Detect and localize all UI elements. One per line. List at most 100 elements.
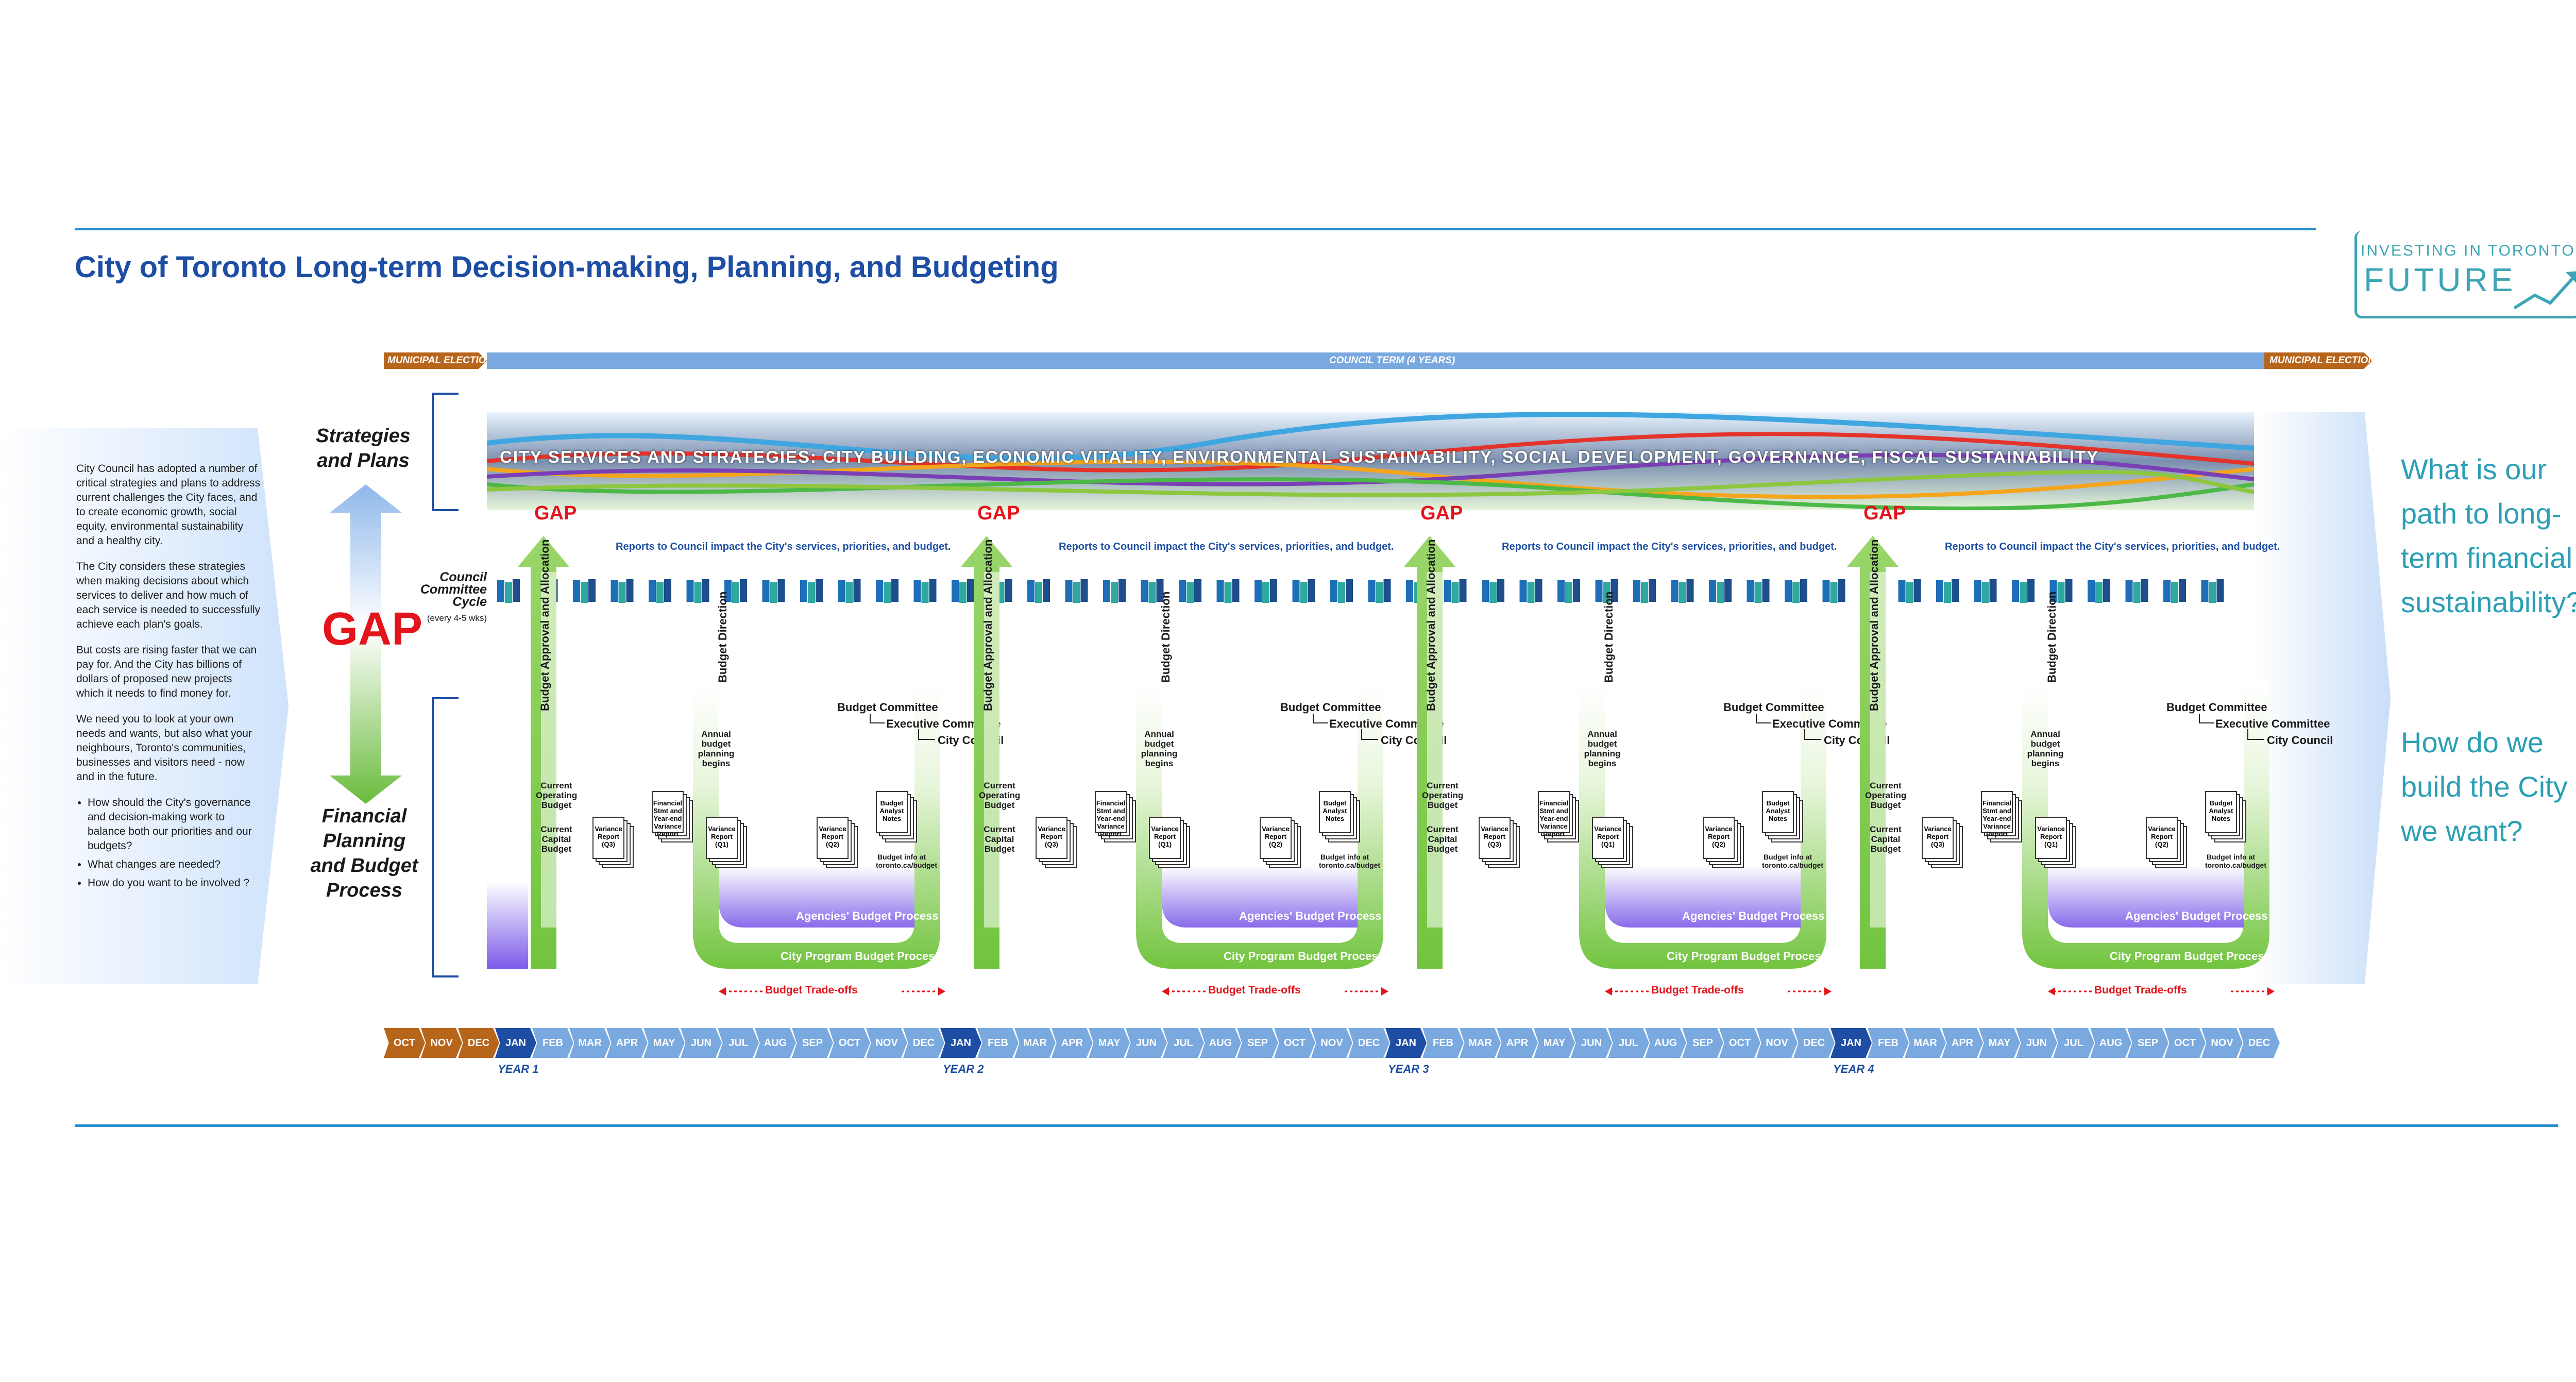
- reports-text: Reports to Council impact the City's ser…: [1059, 541, 1394, 552]
- council-book-icon: [800, 579, 823, 603]
- council-cycle-sub: (every 4-5 wks): [427, 613, 487, 623]
- council-book-icon: [1330, 579, 1353, 603]
- month-sep: SEP: [1237, 1028, 1278, 1058]
- election-start-bar: [384, 352, 487, 369]
- doc-stack: Variance Report (Q2): [1260, 817, 1301, 868]
- month-oct: OCT: [1719, 1028, 1760, 1058]
- agencies-bar-label: Agencies' Budget Process: [796, 909, 939, 922]
- month-may: MAY: [643, 1028, 685, 1058]
- variance-q3-doc: Variance Report (Q3): [592, 817, 624, 859]
- budget-direction-label: Budget Direction: [2045, 591, 2058, 683]
- month-aug: AUG: [1645, 1028, 1686, 1058]
- month-jul: JUL: [1608, 1028, 1649, 1058]
- budget-direction-label: Budget Direction: [716, 591, 729, 683]
- doc-stack: Budget Analyst Notes: [876, 791, 917, 842]
- tradeoffs-label: Budget Trade-offs: [1208, 984, 1301, 996]
- council-book-icon: [573, 579, 596, 603]
- council-book-icon: [1633, 579, 1656, 603]
- month-jan: JAN: [495, 1028, 536, 1058]
- committee-connector: [1756, 714, 1821, 740]
- month-lead-dec: DEC: [458, 1028, 499, 1058]
- council-book-icon: [497, 579, 520, 603]
- tradeoffs-label: Budget Trade-offs: [765, 984, 858, 996]
- budget-committee-label: Budget Committee: [1280, 701, 1381, 714]
- doc-stack: Variance Report (Q2): [2146, 817, 2187, 868]
- annual-planning-label: Annual budget planning begins: [698, 729, 735, 768]
- committee-connector: [2199, 714, 2264, 740]
- left-bullets: How should the City's governance and dec…: [76, 796, 262, 890]
- city-program-bar-label: City Program Budget Process: [781, 950, 941, 963]
- month-oct: OCT: [2164, 1028, 2206, 1058]
- council-book-icon: [1216, 579, 1240, 603]
- gap-label: GAP: [1863, 502, 1906, 524]
- gap-label: GAP: [977, 502, 1020, 524]
- month-jan: JAN: [1831, 1028, 1872, 1058]
- month-nov: NOV: [1311, 1028, 1352, 1058]
- month-sep: SEP: [792, 1028, 833, 1058]
- logo-arrow-icon: [2514, 271, 2576, 310]
- council-book-icon: [1595, 579, 1618, 603]
- month-oct: OCT: [829, 1028, 870, 1058]
- committee-connector: [1313, 714, 1378, 740]
- doc-stack: Variance Report (Q2): [1703, 817, 1744, 868]
- tradeoffs-arrows: [719, 987, 945, 996]
- month-mar: MAR: [1905, 1028, 1946, 1058]
- budget-approval-label: Budget Approval and Allocation: [981, 539, 994, 711]
- left-bullet-2: What changes are needed?: [88, 857, 262, 872]
- analyst-notes-doc: Budget Analyst Notes: [2205, 791, 2237, 833]
- council-book-icon: [1482, 579, 1504, 603]
- council-book-icon: [1974, 579, 1997, 603]
- left-paragraph-2: The City considers these strategies when…: [76, 561, 261, 630]
- month-mar: MAR: [1460, 1028, 1501, 1058]
- financial-statement-doc: Financial Stmt and Year-end Variance Rep…: [1095, 791, 1127, 838]
- doc-stack: Variance Report (Q3): [1479, 817, 1520, 868]
- month-jan: JAN: [940, 1028, 981, 1058]
- month-may: MAY: [1089, 1028, 1130, 1058]
- gap-double-arrow: [330, 484, 402, 804]
- month-jul: JUL: [2053, 1028, 2094, 1058]
- month-feb: FEB: [532, 1028, 573, 1058]
- logo-big-text: FUTURE: [2364, 261, 2516, 298]
- doc-stack: Variance Report (Q3): [1036, 817, 1077, 868]
- budget-cycle-shape: [487, 536, 940, 969]
- year-label: YEAR 1: [498, 1063, 539, 1075]
- month-aug: AUG: [755, 1028, 796, 1058]
- council-book-icon: [724, 579, 747, 603]
- council-book-icon: [1065, 579, 1088, 603]
- month-mar: MAR: [569, 1028, 611, 1058]
- council-book-icon: [2201, 579, 2224, 603]
- council-book-icon: [1671, 579, 1694, 603]
- budget-info-label: Budget info at toronto.ca/budget: [1762, 853, 1823, 869]
- budget-approval-label: Budget Approval and Allocation: [1868, 539, 1880, 711]
- month-feb: FEB: [1422, 1028, 1464, 1058]
- reports-text: Reports to Council impact the City's ser…: [616, 541, 951, 552]
- left-panel-arrow: [0, 428, 289, 984]
- month-jul: JUL: [1163, 1028, 1204, 1058]
- analyst-notes-doc: Budget Analyst Notes: [1762, 791, 1794, 833]
- month-apr: APR: [1942, 1028, 1983, 1058]
- variance-q2-doc: Variance Report (Q2): [817, 817, 849, 859]
- month-nov: NOV: [2201, 1028, 2243, 1058]
- variance-q1-doc: Variance Report (Q1): [706, 817, 738, 859]
- right-question-2: How do we build the City we want?: [2401, 726, 2568, 847]
- logo-top-text: INVESTING IN TORONTO'S: [2361, 242, 2576, 259]
- month-jun: JUN: [1571, 1028, 1612, 1058]
- page-title: City of Toronto Long-term Decision-makin…: [75, 250, 1059, 284]
- left-bullet-1: How should the City's governance and dec…: [88, 796, 262, 853]
- council-term-bar: [487, 352, 2264, 369]
- doc-stack: Budget Analyst Notes: [2205, 791, 2246, 842]
- council-book-icon: [1519, 579, 1543, 603]
- month-jun: JUN: [2016, 1028, 2057, 1058]
- doc-stack: Variance Report (Q1): [1149, 817, 1190, 868]
- month-apr: APR: [1052, 1028, 1093, 1058]
- budget-cycle-shape: [1404, 536, 1826, 969]
- doc-stack: Variance Report (Q1): [2035, 817, 2076, 868]
- month-lead-nov: NOV: [421, 1028, 462, 1058]
- doc-stack: Variance Report (Q3): [592, 817, 634, 868]
- council-book-icon: [1557, 579, 1580, 603]
- council-book-icon: [952, 579, 974, 603]
- month-mar: MAR: [1014, 1028, 1056, 1058]
- tradeoffs-arrows: [1162, 987, 1388, 996]
- strategy-banner-text: CITY SERVICES AND STRATEGIES: CITY BUILD…: [500, 447, 2099, 466]
